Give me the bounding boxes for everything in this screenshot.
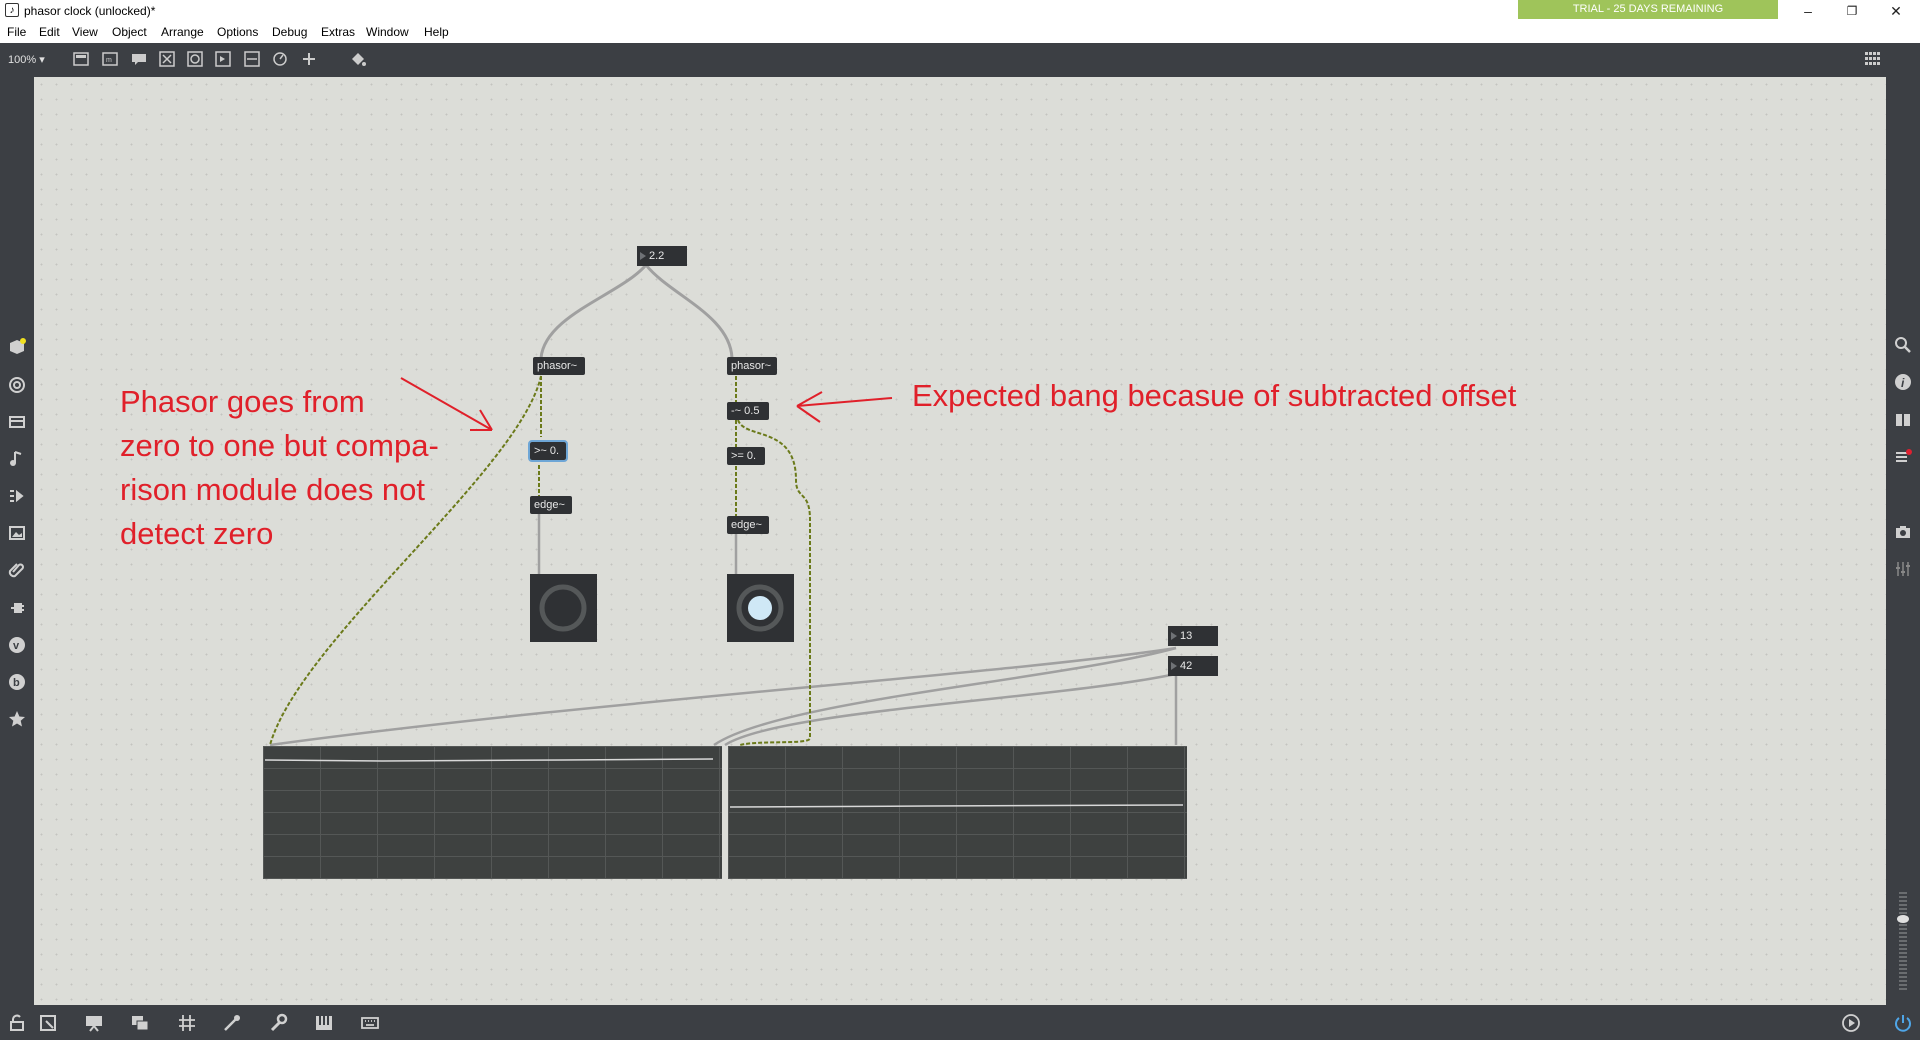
minimize-button[interactable]: – xyxy=(1804,3,1812,19)
presentation-icon[interactable] xyxy=(72,50,90,68)
music-note-icon[interactable] xyxy=(7,449,27,469)
zoom-selector[interactable]: 100% ▾ xyxy=(8,54,45,66)
bang-right[interactable] xyxy=(727,574,794,642)
right-sidebar: i xyxy=(1886,77,1920,1005)
presentation-screen-icon[interactable] xyxy=(84,1013,104,1033)
scope-left-trace xyxy=(264,758,714,762)
zoom-level: 100% xyxy=(8,54,37,66)
console-list-icon[interactable] xyxy=(1893,447,1913,467)
add-object-icon[interactable] xyxy=(300,50,318,68)
menu-debug[interactable]: Debug xyxy=(272,25,308,39)
edge-right-object[interactable]: edge~ xyxy=(727,516,769,534)
reference-book-icon[interactable] xyxy=(1893,410,1913,430)
package-icon[interactable] xyxy=(7,337,27,357)
piano-keyboard-icon[interactable] xyxy=(314,1013,334,1033)
number-box-13[interactable]: 13 xyxy=(1168,626,1218,646)
phasor-left-object[interactable]: phasor~ xyxy=(533,357,585,375)
camera-icon[interactable] xyxy=(1893,522,1913,542)
bang-icon[interactable] xyxy=(186,50,204,68)
menu-view[interactable]: View xyxy=(72,25,98,39)
bottom-toolbar xyxy=(0,1005,1920,1040)
scope-right-trace xyxy=(729,804,1184,808)
audio-power-icon[interactable] xyxy=(1893,1013,1913,1033)
beap-icon[interactable]: b xyxy=(7,672,27,692)
menu-window[interactable]: Window xyxy=(366,25,409,39)
grid-icon[interactable] xyxy=(177,1013,197,1033)
restore-button[interactable]: ❐ xyxy=(1846,4,1858,18)
menu-options[interactable]: Options xyxy=(217,25,259,39)
annotation-right: Expected bang becasue of subtracted offs… xyxy=(912,378,1517,413)
minus-object[interactable]: -~ 0.5 xyxy=(727,402,769,420)
grid-view-icon[interactable] xyxy=(1864,50,1882,68)
window-title: phasor clock (unlocked)* xyxy=(24,4,156,18)
menu-edit[interactable]: Edit xyxy=(39,25,60,39)
panel-icon[interactable] xyxy=(7,412,27,432)
menu-object[interactable]: Object xyxy=(112,25,147,39)
lock-icon[interactable] xyxy=(7,1013,27,1033)
wrench-icon[interactable] xyxy=(268,1013,288,1033)
bang-left-circle xyxy=(539,584,587,632)
star-icon[interactable] xyxy=(7,709,27,729)
scope-left[interactable] xyxy=(263,746,722,879)
comment-icon[interactable] xyxy=(130,50,148,68)
search-icon[interactable] xyxy=(1893,335,1913,355)
annotation-left-line-1: Phasor goes from xyxy=(120,384,365,419)
mixer-icon[interactable] xyxy=(1893,559,1913,579)
svg-text:i: i xyxy=(1901,376,1905,390)
paint-bucket-icon[interactable] xyxy=(349,50,367,68)
volume-slider-handle[interactable] xyxy=(1897,915,1909,923)
dial-icon[interactable] xyxy=(271,50,289,68)
svg-text:b: b xyxy=(13,677,20,689)
menu-bar: File Edit View Object Arrange Options De… xyxy=(0,22,1920,43)
keyboard-icon[interactable] xyxy=(360,1013,380,1033)
svg-text:v: v xyxy=(13,640,20,652)
menu-help[interactable]: Help xyxy=(424,25,449,39)
sequencer-icon[interactable] xyxy=(7,486,27,506)
app-icon: ♪ xyxy=(5,3,19,17)
level-meter xyxy=(1899,892,1907,992)
gte-left-object-selected[interactable]: >~ 0. xyxy=(528,440,568,462)
number-box-42[interactable]: 42 xyxy=(1168,656,1218,676)
annotation-left: Phasor goes from zero to one but compa- … xyxy=(120,380,439,556)
patcher-toolbar: 100% ▾ m xyxy=(0,43,1920,77)
title-bar: ♪ phasor clock (unlocked)* TRIAL - 25 DA… xyxy=(0,0,1920,22)
play-transport-icon[interactable] xyxy=(1841,1013,1861,1033)
svg-text:m: m xyxy=(106,57,112,64)
snap-to-object-icon[interactable] xyxy=(222,1013,242,1033)
number-box-icon[interactable] xyxy=(214,50,232,68)
phasor-right-object[interactable]: phasor~ xyxy=(727,357,777,375)
new-view-icon[interactable] xyxy=(130,1013,150,1033)
plug-icon[interactable] xyxy=(7,598,27,618)
slider-icon[interactable] xyxy=(243,50,261,68)
vizzie-icon[interactable]: v xyxy=(7,635,27,655)
trial-badge[interactable]: TRIAL - 25 DAYS REMAINING xyxy=(1518,0,1778,19)
annotation-left-line-4: detect zero xyxy=(120,516,274,551)
edge-left-object[interactable]: edge~ xyxy=(530,496,572,514)
target-icon[interactable] xyxy=(7,375,27,395)
number-box-main[interactable]: 2.2 xyxy=(637,246,687,266)
close-button[interactable]: ✕ xyxy=(1890,3,1902,19)
gte-right-object[interactable]: >= 0. xyxy=(727,447,765,465)
menu-extras[interactable]: Extras xyxy=(321,25,356,39)
presentation-mode-icon[interactable] xyxy=(38,1013,58,1033)
annotation-left-line-3: rison module does not xyxy=(120,472,426,507)
info-icon[interactable]: i xyxy=(1893,372,1913,392)
message-box-icon[interactable]: m xyxy=(101,50,119,68)
menu-arrange[interactable]: Arrange xyxy=(161,25,204,39)
bang-left[interactable] xyxy=(530,574,597,642)
paperclip-icon[interactable] xyxy=(7,560,27,580)
scope-right[interactable] xyxy=(728,746,1187,879)
left-sidebar: v b xyxy=(0,77,34,1005)
bang-right-circle-active xyxy=(736,584,784,632)
annotation-left-line-2: zero to one but compa- xyxy=(120,428,439,463)
menu-file[interactable]: File xyxy=(7,25,27,39)
toggle-icon[interactable] xyxy=(158,50,176,68)
image-icon[interactable] xyxy=(7,523,27,543)
